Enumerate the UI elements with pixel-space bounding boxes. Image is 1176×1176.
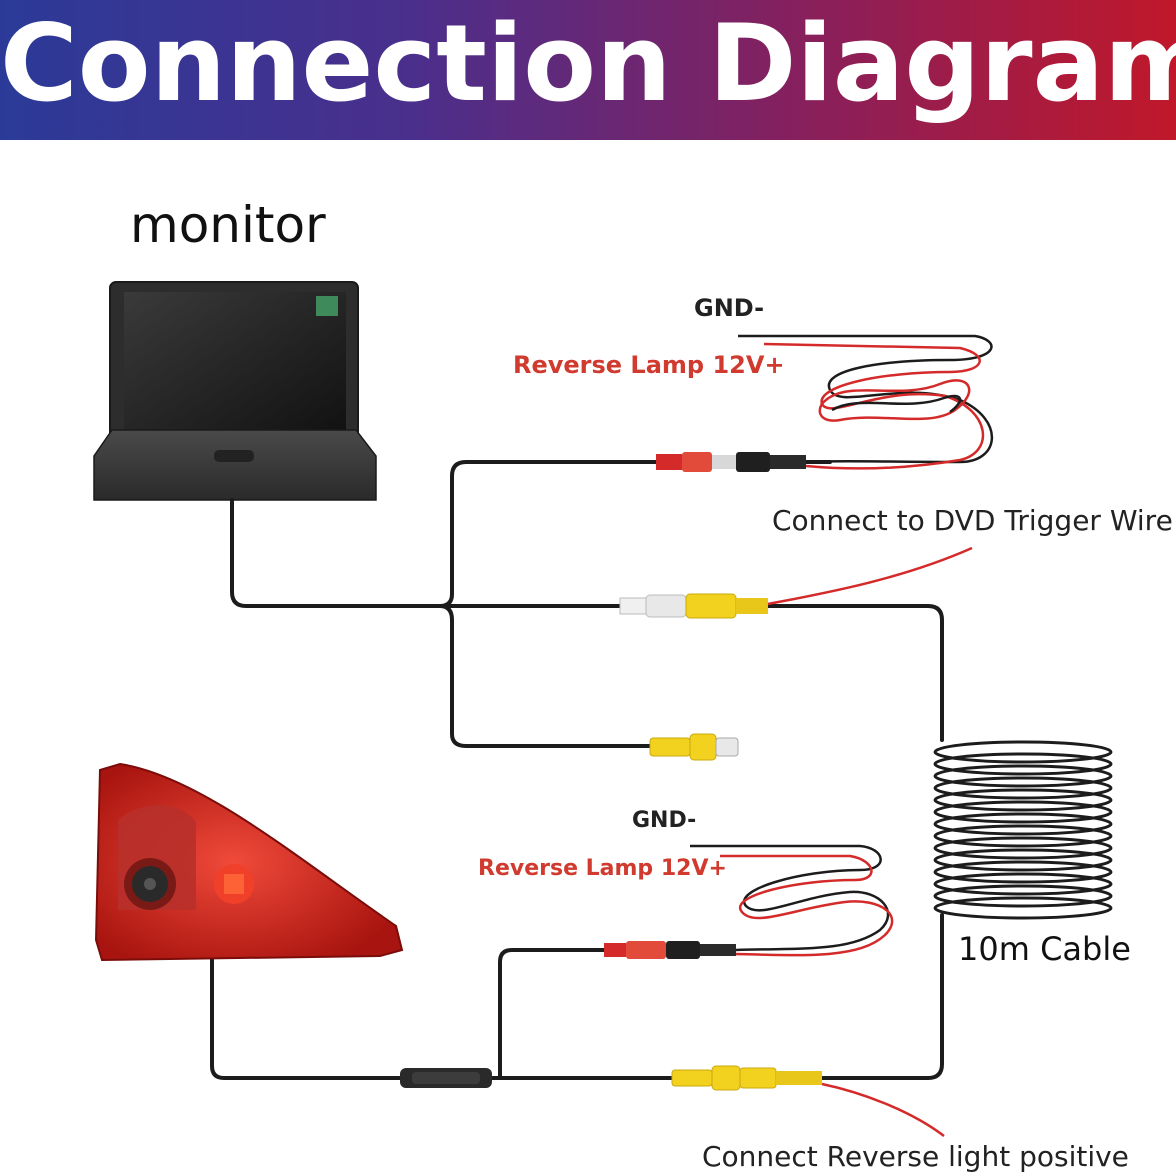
monitor-label: monitor xyxy=(130,196,326,254)
camera-gnd-label: GND- xyxy=(632,808,697,833)
trigger-wire xyxy=(767,546,973,606)
monitor-reverse-lamp-label: Reverse Lamp 12V+ xyxy=(513,351,785,379)
spare-rca-connector xyxy=(649,733,739,761)
monitor-power-connector xyxy=(656,452,806,472)
page-title: Connection Diagram xyxy=(0,2,1176,125)
video-rca-connector xyxy=(619,593,768,619)
dvd-trigger-label: Connect to DVD Trigger Wire xyxy=(772,504,1173,537)
title-banner: Connection Diagram xyxy=(0,0,1176,140)
reverse-light-wire xyxy=(821,1082,945,1137)
monitor-power-leads xyxy=(738,334,994,470)
camera-power-connector xyxy=(604,941,736,959)
cable-length-label: 10m Cable xyxy=(958,930,1131,968)
reverse-light-label: Connect Reverse light positive xyxy=(702,1140,1129,1173)
wires-black xyxy=(210,460,944,1080)
monitor-gnd-label: GND- xyxy=(694,294,765,322)
camera-power-leads xyxy=(690,844,894,957)
monitor-device xyxy=(93,281,377,501)
camera-device xyxy=(94,762,404,962)
camera-rca-connector xyxy=(671,1065,822,1091)
inline-splitter xyxy=(400,1068,492,1088)
camera-reverse-lamp-label: Reverse Lamp 12V+ xyxy=(478,856,727,881)
cable-coil xyxy=(933,740,1113,920)
